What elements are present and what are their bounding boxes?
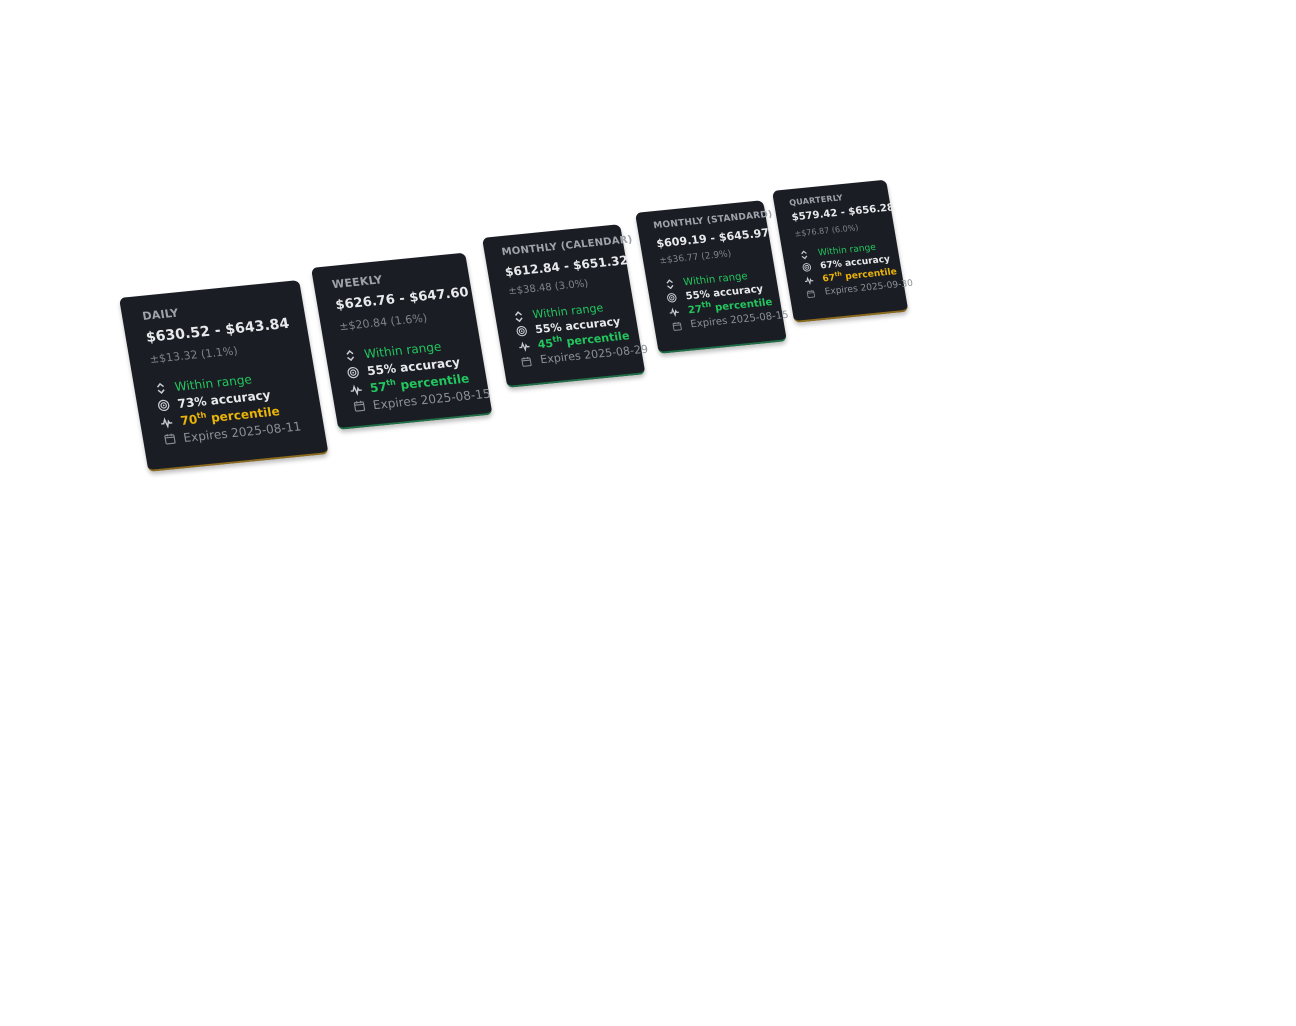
chevron-up-down-icon: [512, 310, 526, 323]
card-accuracy-row: 55% accuracy: [514, 312, 638, 339]
forecast-card-monthly-standard[interactable]: MONTHLY (STANDARD) $609.19 - $645.97 ±$3…: [635, 200, 789, 354]
calendar-icon: [162, 432, 176, 445]
forecast-card-monthly-calendar[interactable]: MONTHLY (CALENDAR) $612.84 - $651.32 ±$3…: [482, 224, 649, 388]
activity-icon: [159, 415, 173, 429]
activity-icon: [517, 340, 531, 353]
calendar-icon: [670, 319, 684, 332]
activity-icon: [802, 274, 816, 287]
calendar-icon: [352, 400, 366, 413]
target-icon: [799, 261, 813, 274]
card-status-row: Within range: [662, 266, 776, 291]
forecast-card-weekly[interactable]: WEEKLY $626.76 - $647.60 ±$20.84 (1.6%) …: [311, 252, 493, 430]
card-percentile-suffix: th: [385, 377, 397, 388]
card-expires-row: Expires 2025-09-30: [804, 278, 914, 301]
card-accuracy-row: 73% accuracy: [156, 381, 319, 414]
card-percentile-suffix: th: [195, 409, 207, 420]
target-icon: [665, 291, 679, 304]
card-accuracy-row: 55% accuracy: [346, 351, 485, 382]
card-accuracy-row: 67% accuracy: [799, 252, 900, 275]
chevron-up-down-icon: [154, 381, 168, 394]
activity-icon: [349, 383, 363, 396]
card-percentile-row: 70th percentile: [159, 398, 322, 431]
chevron-up-down-icon: [797, 248, 811, 261]
card-status-row: Within range: [511, 297, 635, 324]
card-status-row: Within range: [343, 334, 482, 365]
card-percentile-suffix: th: [700, 299, 712, 310]
target-icon: [157, 398, 171, 411]
card-percentile-row: 27th percentile: [667, 294, 781, 319]
card-percentile-suffix: th: [833, 270, 843, 278]
card-expires-row: Expires 2025-08-29: [519, 342, 649, 369]
calendar-icon: [519, 355, 533, 368]
card-percentile-row: 67th percentile: [801, 265, 902, 288]
card-range-delta: ±$76.87 (6.0%): [793, 223, 860, 239]
target-icon: [514, 325, 528, 338]
calendar-icon: [804, 287, 818, 300]
card-percentile-row: 45th percentile: [517, 327, 641, 354]
card-status-row: Within range: [153, 364, 316, 397]
card-percentile-suffix: th: [551, 334, 563, 345]
card-percentile-row: 57th percentile: [349, 368, 488, 399]
card-status-row: Within range: [797, 239, 898, 262]
card-expires-row: Expires 2025-08-15: [351, 385, 492, 416]
target-icon: [346, 366, 360, 379]
activity-icon: [667, 305, 681, 318]
card-expires-row: Expires 2025-08-11: [162, 415, 325, 448]
card-expires-row: Expires 2025-08-15: [669, 308, 789, 333]
forecast-card-quarterly[interactable]: QUARTERLY $579.42 - $656.28 ±$76.87 (6.0…: [772, 179, 914, 323]
card-range-delta: ±$38.48 (3.0%): [507, 278, 590, 298]
chevron-up-down-icon: [343, 349, 357, 362]
card-accuracy-row: 55% accuracy: [665, 280, 779, 305]
chevron-up-down-icon: [662, 277, 676, 290]
forecast-card-daily[interactable]: DAILY $630.52 - $643.84 ±$13.32 (1.1%) W…: [119, 280, 329, 472]
